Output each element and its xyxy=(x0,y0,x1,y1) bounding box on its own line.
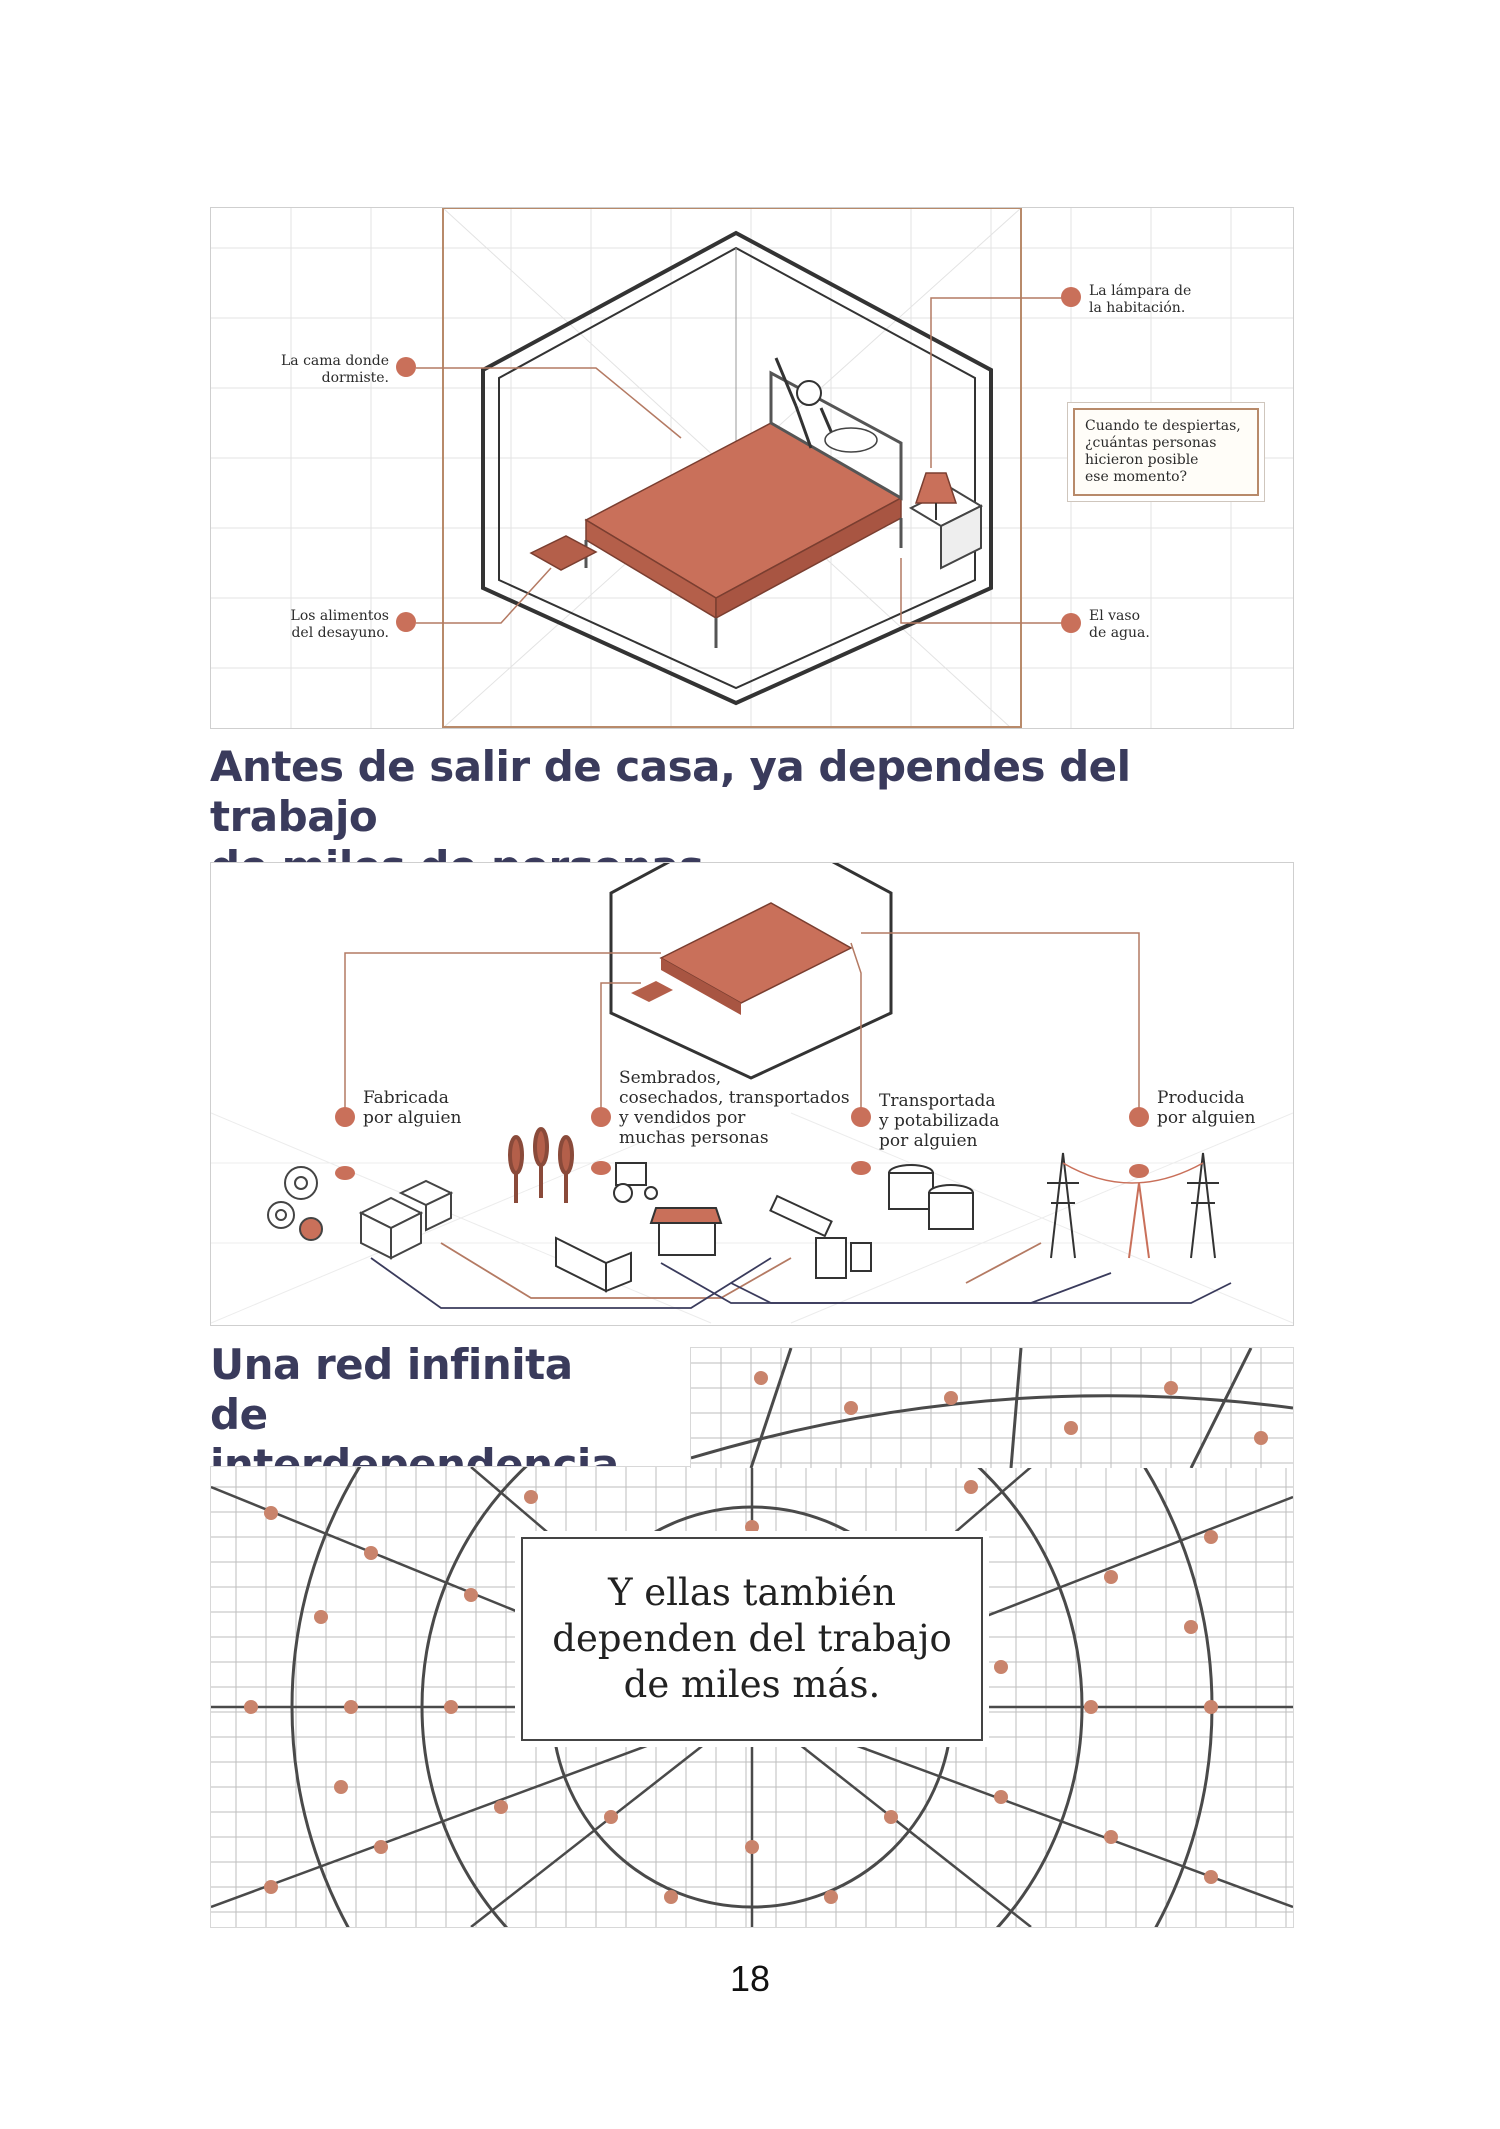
city-map-upper-extension xyxy=(690,1347,1294,1468)
lamp-callout-label: La lámpara de la habitación. xyxy=(1089,283,1192,316)
question-box: Cuando te despiertas, ¿cuántas personas … xyxy=(1073,408,1259,496)
city-map-upper-illustration xyxy=(691,1348,1293,1468)
bedroom-illustration-panel: La cama donde dormiste. Los alimentos de… xyxy=(210,207,1294,729)
breakfast-callout-dot xyxy=(396,612,416,632)
produced-callout-label: Producida por alguien xyxy=(1157,1088,1256,1128)
supply-chain-panel: Fabricada por alguien Sembrados, cosecha… xyxy=(210,862,1294,1326)
page-number: 18 xyxy=(729,1958,771,1999)
supply-chain-illustration xyxy=(211,863,1293,1324)
lamp-callout-dot xyxy=(1061,287,1081,307)
transported-callout-label: Transportada y potabilizada por alguien xyxy=(879,1091,1000,1151)
produced-callout-dot xyxy=(1129,1107,1149,1127)
message-box: Y ellas también dependen del trabajo de … xyxy=(521,1537,983,1741)
city-network-map: Y ellas también dependen del trabajo de … xyxy=(210,1466,1294,1928)
bed-callout-dot xyxy=(396,357,416,377)
sown-callout-dot xyxy=(591,1107,611,1127)
sown-callout-label: Sembrados, cosechados, transportados y v… xyxy=(619,1068,850,1148)
bedroom-illustration xyxy=(211,208,1293,728)
transported-callout-dot xyxy=(851,1107,871,1127)
water-callout-dot xyxy=(1061,613,1081,633)
breakfast-callout-label: Los alimentos del desayuno. xyxy=(290,608,389,641)
bed-callout-label: La cama donde dormiste. xyxy=(280,353,389,386)
message-text: Y ellas también dependen del trabajo de … xyxy=(552,1571,952,1706)
made-callout-dot xyxy=(335,1107,355,1127)
city-map-illustration xyxy=(211,1467,1293,1927)
made-callout-label: Fabricada por alguien xyxy=(363,1088,462,1128)
water-callout-label: El vaso de agua. xyxy=(1089,608,1150,641)
